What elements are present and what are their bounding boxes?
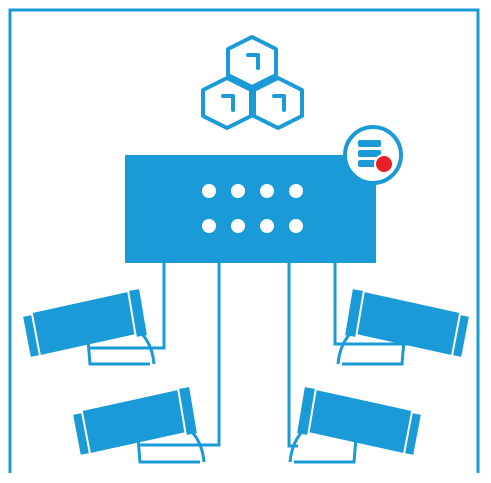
camera-right-upper: [338, 288, 470, 364]
switch-port: [260, 184, 274, 198]
switch-port: [231, 184, 245, 198]
camera-right-lower: [290, 386, 422, 462]
switch-port: [231, 219, 245, 233]
cable-right-lower: [289, 263, 298, 446]
switch-port: [202, 184, 216, 198]
database-alert-icon: [345, 127, 401, 183]
camera-left-lower: [72, 386, 204, 462]
switch-port: [289, 184, 303, 198]
camera-left-upper: [22, 288, 154, 364]
switch-body: [125, 155, 376, 263]
switch-port: [260, 219, 274, 233]
hexagon-cluster-icon: [203, 37, 302, 128]
hexagon-top: [228, 37, 276, 87]
alert-dot: [375, 155, 393, 173]
switch-port: [202, 219, 216, 233]
hexagon-left: [203, 78, 251, 128]
switch-port: [289, 219, 303, 233]
hexagon-right: [254, 78, 302, 128]
network-switch-icon: [125, 155, 376, 263]
